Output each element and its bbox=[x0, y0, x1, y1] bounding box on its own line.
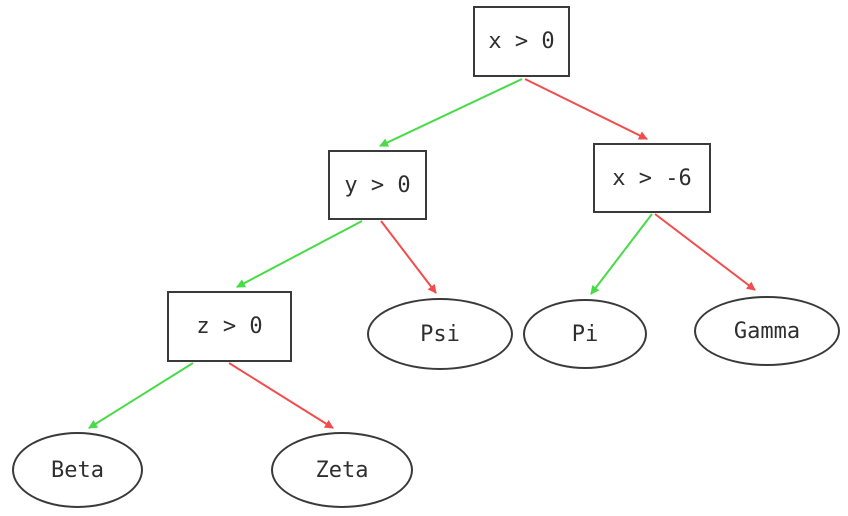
node-label: Zeta bbox=[315, 457, 369, 483]
edge-x-gt-neg6-to-gamma-false bbox=[654, 213, 756, 291]
node-label: z > 0 bbox=[196, 314, 263, 339]
node-label: x > 0 bbox=[488, 29, 555, 54]
decision-node-y-gt-0: y > 0 bbox=[328, 150, 427, 220]
leaf-node-psi: Psi bbox=[367, 298, 513, 370]
edge-z-gt-0-to-beta-true bbox=[88, 362, 194, 429]
node-label: Gamma bbox=[733, 318, 801, 344]
edge-x-gt-neg6-to-pi-true bbox=[590, 213, 653, 295]
edge-y-gt-0-to-psi-false bbox=[380, 220, 437, 294]
edge-x-gt-0-to-y-gt-0-true bbox=[379, 78, 523, 147]
node-label: y > 0 bbox=[344, 172, 411, 198]
leaf-node-pi: Pi bbox=[523, 299, 647, 369]
node-label: Psi bbox=[420, 321, 460, 347]
leaf-node-beta: Beta bbox=[12, 432, 143, 508]
decision-node-x-gt-neg6: x > -6 bbox=[593, 143, 711, 213]
node-label: Pi bbox=[571, 321, 599, 347]
edge-y-gt-0-to-z-gt-0-true bbox=[236, 220, 363, 288]
node-label: x > -6 bbox=[612, 165, 692, 191]
decision-node-z-gt-0: z > 0 bbox=[167, 291, 292, 362]
leaf-node-gamma: Gamma bbox=[694, 296, 840, 366]
leaf-node-zeta: Zeta bbox=[271, 432, 413, 508]
edge-x-gt-0-to-x-gt-neg6-false bbox=[524, 78, 648, 140]
decision-node-x-gt-0: x > 0 bbox=[473, 6, 570, 77]
edge-z-gt-0-to-zeta-false bbox=[228, 362, 334, 429]
node-label: Beta bbox=[51, 457, 104, 483]
